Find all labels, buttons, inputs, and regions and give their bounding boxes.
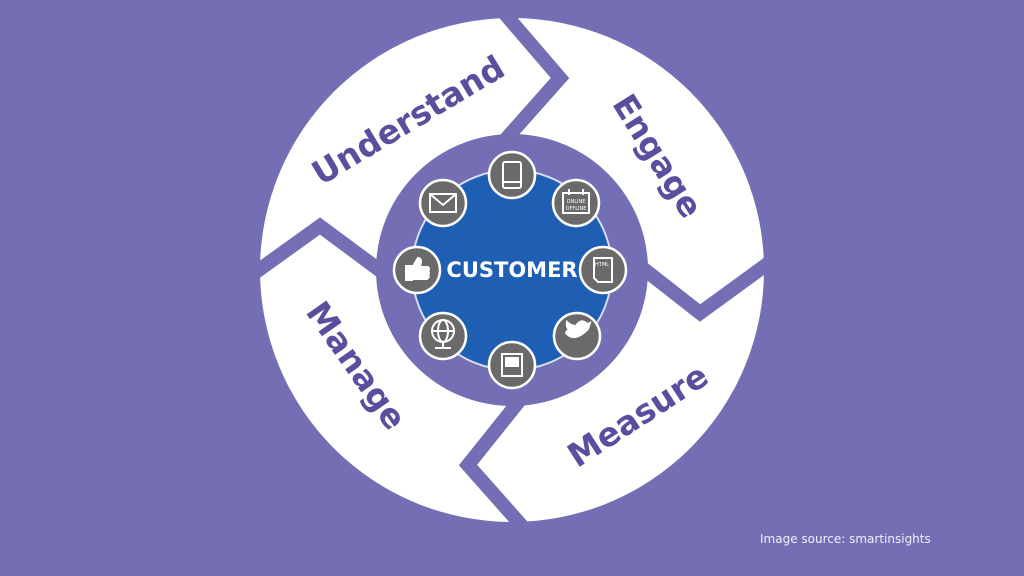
- separator-top: [499, 9, 570, 145]
- envelope-icon: [429, 193, 457, 213]
- separator-left: [251, 217, 387, 278]
- online-offline-calendar-icon: [562, 189, 590, 214]
- globe-network-icon: [431, 319, 455, 349]
- offline-label: OFFLINE: [566, 206, 587, 212]
- twitter-icon: [564, 319, 592, 339]
- image-source-caption: Image source: smartinsights: [760, 532, 931, 546]
- mobile-icon: [502, 161, 522, 189]
- separator-bottom: [458, 395, 528, 531]
- mobile-icon-bg: [487, 150, 537, 200]
- print-document-icon: [501, 353, 523, 377]
- html-document-icon: [593, 257, 613, 283]
- online-label: ONLINE: [567, 199, 586, 205]
- ring-separators: [251, 9, 775, 531]
- center-label: CUSTOMER: [446, 258, 577, 282]
- thumbs-up-icon: [405, 256, 430, 281]
- html-label: HTML: [595, 262, 609, 268]
- separator-right: [635, 256, 775, 322]
